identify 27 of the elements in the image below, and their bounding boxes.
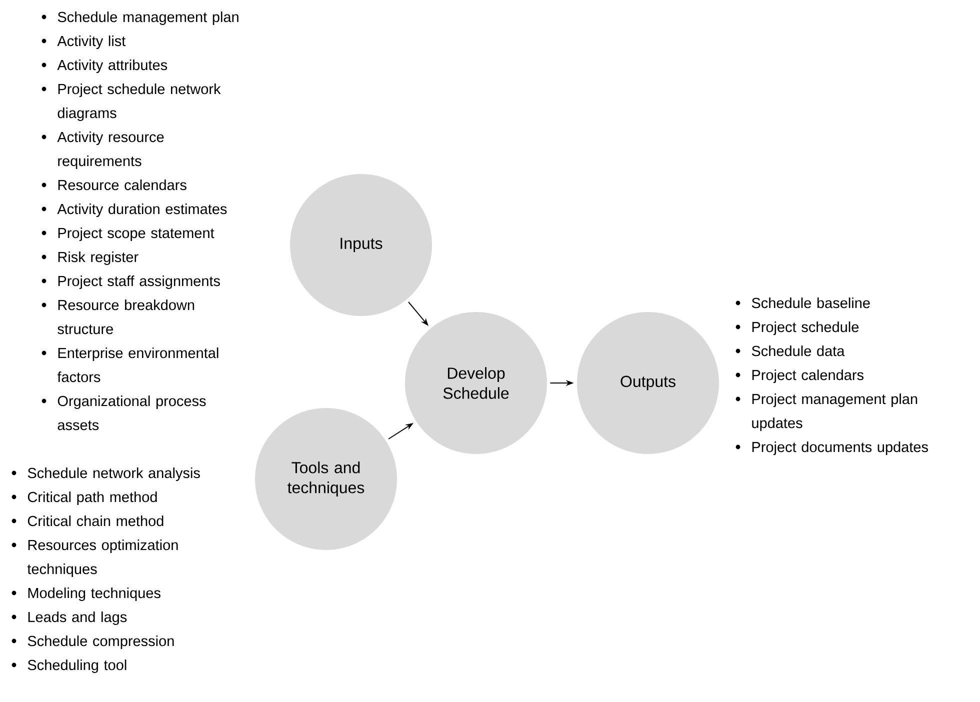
list-item: Schedule network analysis [12,468,200,482]
list-item: Organizational process assets [42,396,206,430]
list-item: Critical chain method [12,516,164,526]
list-item: Project calendars [736,370,864,384]
list-item: Scheduling tool [12,660,126,674]
list-item: Project scope statement [42,228,214,242]
list-item: Leads and lags [12,612,127,626]
list-item: Activity list [42,36,126,50]
list-item: Activity attributes [42,60,168,74]
list-item: Schedule baseline [736,298,870,308]
list-item: Resource breakdown structure [42,300,194,334]
list-item: Modeling techniques [12,588,160,602]
list-item: Activity resource requirements [42,132,164,170]
list-item: Risk register [42,252,138,266]
list-item: Project schedule [736,322,859,336]
list-item: Schedule compression [12,636,174,650]
list-item: Enterprise environmental factors [42,348,218,382]
list-item: Resources optimization techniques [12,540,178,578]
list-item: Project documents updates [736,442,928,456]
list-item: Activity duration estimates [42,204,227,218]
list-item: Project management plan updates [736,394,918,432]
list-item: Schedule data [736,346,845,356]
list-item: Resource calendars [42,180,186,190]
list-item: Project staff assignments [42,276,220,290]
list-item: Project schedule network diagrams [42,84,221,122]
list-item: Critical path method [12,492,157,506]
list-item: Schedule management plan [42,12,238,26]
